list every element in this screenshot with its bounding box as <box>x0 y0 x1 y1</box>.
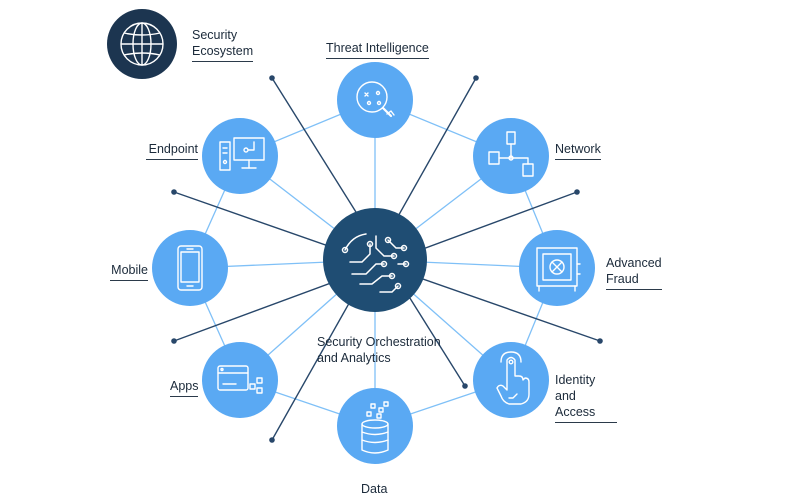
node-advanced-fraud <box>519 230 595 306</box>
center-label-text: Security Orchestration and Analytics <box>317 335 441 365</box>
node-label-underline <box>110 280 148 281</box>
node-circle <box>473 342 549 418</box>
node-label-underline <box>555 422 617 423</box>
legend-label-underline <box>192 61 254 62</box>
node-label-text: Network <box>555 142 601 156</box>
legend-label-text: Security Ecosystem <box>192 28 254 58</box>
cross-line-endpoint <box>171 189 177 195</box>
cross-line-endpoint <box>462 383 468 389</box>
node-label-endpoint: Endpoint <box>146 141 198 160</box>
node-label-text: Data <box>361 482 388 496</box>
node-label-threat-intelligence: Threat Intelligence <box>326 40 429 59</box>
node-label-underline <box>555 159 601 160</box>
node-label-underline <box>326 58 429 59</box>
node-label-text: Mobile <box>111 263 148 277</box>
cross-line-endpoint <box>269 75 275 81</box>
finger-touch-icon <box>496 351 530 405</box>
node-network <box>473 118 549 194</box>
node-threat-intelligence <box>337 62 413 138</box>
cross-line-endpoint <box>269 437 275 443</box>
legend-security-ecosystem <box>107 9 177 79</box>
desktop-computer-icon <box>219 137 265 171</box>
database-icon <box>361 401 389 454</box>
node-data <box>337 388 413 464</box>
node-label-underline <box>170 396 198 397</box>
node-label-text: Advanced Fraud <box>606 256 662 286</box>
node-label-text: Endpoint <box>148 142 198 156</box>
node-label-identity-and-access: Identity and Access <box>555 372 617 423</box>
node-label-apps: Apps <box>170 378 199 397</box>
node-identity-and-access <box>473 342 549 418</box>
node-circle <box>202 342 278 418</box>
center-hub <box>323 208 427 312</box>
cross-line-endpoint <box>171 338 177 344</box>
node-label-network: Network <box>555 141 601 160</box>
network-tree-icon <box>488 131 534 177</box>
cross-line-endpoint <box>473 75 479 81</box>
node-circle <box>519 230 595 306</box>
node-mobile <box>152 230 228 306</box>
safe-icon <box>536 247 581 292</box>
node-endpoint <box>202 118 278 194</box>
center-circle <box>323 208 427 312</box>
node-circle <box>152 230 228 306</box>
legend-label: Security Ecosystem <box>192 27 254 62</box>
center-label: Security Orchestration and Analytics <box>317 334 441 366</box>
cross-line-endpoint <box>597 338 603 344</box>
node-label-text: Identity and Access <box>555 373 596 419</box>
node-circle <box>202 118 278 194</box>
node-apps <box>202 342 278 418</box>
globe-icon <box>120 22 164 66</box>
cross-line-endpoint <box>574 189 580 195</box>
node-label-underline <box>146 159 198 160</box>
node-label-advanced-fraud: Advanced Fraud <box>606 255 662 290</box>
nodes <box>152 62 595 464</box>
magnifier-icon <box>356 81 395 118</box>
smartphone-icon <box>177 245 203 291</box>
node-circle <box>337 62 413 138</box>
node-label-underline <box>606 289 662 290</box>
node-label-text: Apps <box>170 379 199 393</box>
app-window-icon <box>217 365 263 394</box>
node-circle <box>337 388 413 464</box>
node-label-text: Threat Intelligence <box>326 41 429 55</box>
node-label-mobile: Mobile <box>110 262 148 281</box>
circuit-brain-icon <box>341 233 410 293</box>
node-label-data: Data <box>361 481 387 497</box>
